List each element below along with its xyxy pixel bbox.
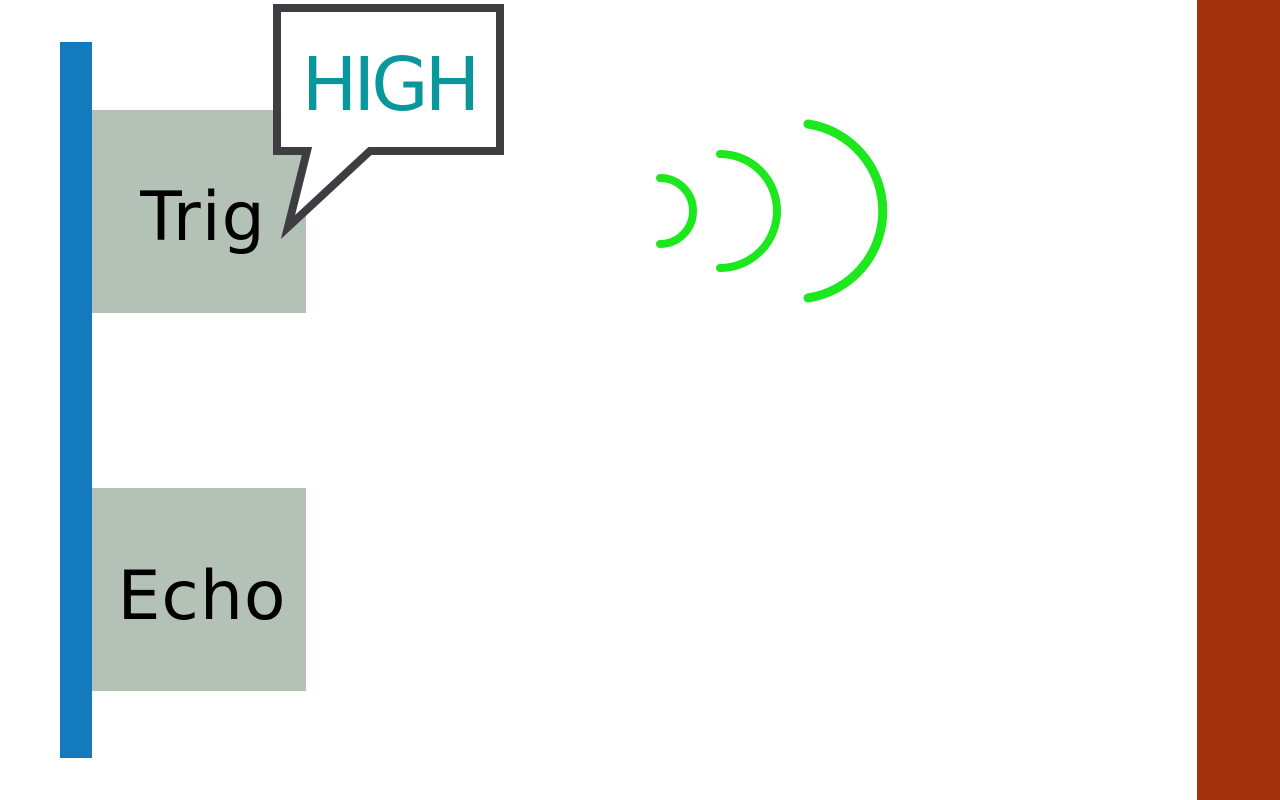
trig-pin: Trig xyxy=(92,110,306,313)
reflecting-wall xyxy=(1197,0,1280,800)
sound-wave-small xyxy=(656,174,697,248)
echo-pin-label: Echo xyxy=(117,557,287,636)
sensor-bar xyxy=(60,42,92,758)
trig-pin-label: Trig xyxy=(140,178,266,257)
sound-wave-medium xyxy=(716,150,781,272)
callout-outline xyxy=(273,4,504,240)
echo-pin: Echo xyxy=(92,488,306,691)
callout-text: HIGH xyxy=(301,42,480,128)
sound-wave-large xyxy=(803,119,888,303)
